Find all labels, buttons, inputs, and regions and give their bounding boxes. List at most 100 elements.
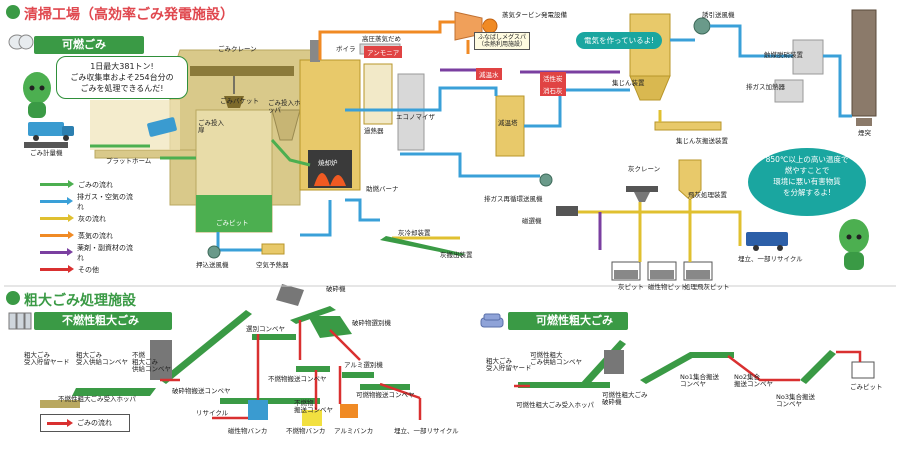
legend-label: ごみの流れ <box>78 180 113 189</box>
legend-arrow-icon <box>40 214 74 222</box>
ash-conveyor-shape <box>380 236 466 256</box>
label-bucket: ごみバケット <box>220 97 259 105</box>
label-aux-burner: 助燃バーナ <box>366 185 399 193</box>
pit-garbage-fill <box>196 195 272 232</box>
label-fly-ash-unit: 飛灰処理装置 <box>688 191 727 199</box>
label-noncomb-hopper: 不燃性粗大ごみ受入ホッパ <box>58 395 136 403</box>
label-pit: ごみピット <box>216 219 249 227</box>
legend-arrow-icon <box>40 231 74 239</box>
legend-item: 薬剤・副資材の流れ <box>40 243 138 262</box>
truck-scale-shape <box>24 142 68 148</box>
locker-icon <box>8 312 32 330</box>
section-combustible-label: 可燃性粗大ごみ <box>536 314 613 327</box>
label-input-door: ごみ投入扉 <box>198 119 224 134</box>
label-economizer: エコノマイザ <box>396 113 435 121</box>
bulky-legend-label: ごみの流れ <box>77 419 112 427</box>
label-nonburn-bunker: 不燃物バンカ <box>286 427 326 435</box>
aluminum-bunker-shape <box>340 404 358 418</box>
reduction-tower-shape <box>495 95 525 157</box>
label-comb-crusher: 可燃性粗大ごみ 破砕機 <box>602 391 648 406</box>
catalyst-shape <box>792 39 824 75</box>
legend-arrow-icon <box>40 248 74 256</box>
magnetic-bunker-shape <box>248 400 268 420</box>
label-landfill2: 埋立、一部リサイクル <box>394 427 459 435</box>
label-selection-conveyor: 選別コンベヤ <box>246 325 285 333</box>
landfill-truck <box>746 232 788 246</box>
label-crushed-conveyor: 破砕物搬送コンベヤ <box>172 387 231 395</box>
nonburn-bunker-shape <box>302 410 322 426</box>
label-comb-yard: 粗大ごみ 受入貯留ヤード <box>486 357 532 372</box>
label-flammable-conveyor: 可燃物搬送コンベヤ <box>356 391 415 399</box>
label-recirc-fan: 排ガス再循環送風機 <box>484 195 543 203</box>
crane-rail <box>190 66 294 76</box>
label-reduction-tower: 減温塔 <box>498 119 518 127</box>
label-superheater: 過熱器 <box>364 127 384 135</box>
superheater-box <box>363 63 393 125</box>
label-no1: No1集合搬送 コンベヤ <box>680 373 719 388</box>
economizer-box <box>397 73 425 151</box>
label-garbage-pit: ごみピット <box>850 383 883 391</box>
label-ash-pit: 灰ピット <box>618 283 644 291</box>
legend-item: 蒸気の流れ <box>40 227 138 244</box>
label-reduction-tank: 減温水 <box>476 68 502 80</box>
label-hp-steam-drum: 高圧蒸気だめ <box>362 35 401 43</box>
label-magnetic-pit: 磁性物ピット <box>648 283 687 291</box>
label-truck-scale: ごみ計量機 <box>30 149 63 157</box>
label-nonburn-conveyor: 不燃物搬送コンベヤ <box>268 375 327 383</box>
mascot-leaf-left <box>16 70 58 122</box>
legend-item: 灰の流れ <box>40 210 138 227</box>
label-ash-crane: 灰クレーン <box>628 165 661 173</box>
recirc-fan-shape <box>539 173 553 187</box>
legend-arrow-icon <box>40 197 74 205</box>
forced-fan-shape <box>207 245 221 259</box>
label-crushing: 破砕機 <box>326 285 346 293</box>
magnet-shape <box>556 206 578 216</box>
label-induced-fan: 誘引送風機 <box>702 11 735 19</box>
legend-arrow-icon <box>47 418 73 427</box>
label-dust-conveyor: 集じん灰搬送装置 <box>676 137 728 145</box>
legend-item: その他 <box>40 261 138 278</box>
legend-label: 薬剤・副資材の流れ <box>77 243 134 262</box>
label-crusher: 破砕物選別機 <box>352 319 391 327</box>
comb-receive-conveyor <box>518 382 610 388</box>
air-preheater-shape <box>261 243 285 255</box>
legend-item: 排ガス・空気の流れ <box>40 192 138 211</box>
leaf-icon <box>6 5 20 19</box>
label-magnet: 磁選機 <box>522 217 542 225</box>
legend-item: ごみの流れ <box>40 176 138 193</box>
furnace-chamber <box>308 150 352 188</box>
dust-conveyor-shape <box>654 121 722 131</box>
label-fly-ash-pit: 処理飛灰ピット <box>684 283 730 291</box>
label-bulky-conveyor: 不燃 粗大ごみ 供給コンベヤ <box>132 351 171 373</box>
collection-truck-2 <box>147 117 177 137</box>
bulky-supply-conveyor <box>160 310 252 384</box>
section-burnable: 可燃ごみ <box>34 36 144 54</box>
label-ammonia: アンモニア <box>364 46 403 58</box>
induced-fan-shape <box>693 17 711 35</box>
bulky-legend: ごみの流れ <box>40 414 130 432</box>
ash-crane-bucket <box>634 192 650 202</box>
label-magnetic-bunker: 磁性物バンカ <box>228 427 268 435</box>
legend-label: 蒸気の流れ <box>78 231 113 240</box>
label-comb-hopper: 可燃性粗大ごみ受入ホッパ <box>516 401 594 409</box>
label-no3: No3集合搬送 コンベヤ <box>776 393 815 408</box>
label-nonburn-conveyor2: 不燃物 搬送コンベヤ <box>294 399 333 414</box>
bulky-title: 粗大ごみ処理施設 <box>24 293 136 309</box>
mascot-leaf-right <box>832 218 876 274</box>
label-crane: ごみクレーン <box>218 45 257 53</box>
crane-bucket-shape <box>224 96 244 108</box>
label-platform: プラットホーム <box>106 157 152 165</box>
legend-label: 排ガス・空気の流れ <box>77 192 134 211</box>
label-bulky-yard: 粗大ごみ 受入貯留ヤード <box>24 351 70 366</box>
legend-label: 灰の流れ <box>78 214 106 223</box>
section-combustible: 可燃性粗大ごみ <box>508 312 628 330</box>
legend-label: その他 <box>78 265 99 274</box>
noncomb-hopper-shape <box>150 340 172 380</box>
label-aluminum-bunker: アルミバンカ <box>334 427 374 435</box>
mascot-bubble-capacity: 1日最大381トン! ごみ収集車およそ254台分の ごみを処理できるんだ! <box>56 56 188 99</box>
label-recycle: リサイクル <box>196 409 229 417</box>
no1-conveyor <box>640 352 696 384</box>
gas-heater-shape <box>774 79 804 103</box>
no3-conveyor <box>800 350 836 384</box>
